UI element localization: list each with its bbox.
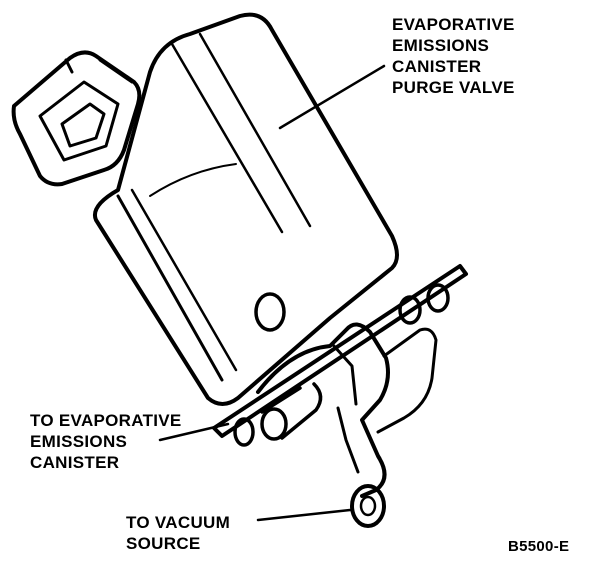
to-vacuum-label: TO VACUUM SOURCE — [126, 512, 230, 554]
mounting-bracket — [212, 264, 468, 438]
leader-purge-valve — [278, 64, 386, 130]
purge-valve-label: EVAPORATIVE EMISSIONS CANISTER PURGE VAL… — [392, 14, 515, 98]
valve-body — [93, 12, 399, 406]
to-canister-label-line: CANISTER — [30, 453, 120, 472]
to-canister-label: TO EVAPORATIVE EMISSIONS CANISTER — [30, 410, 182, 473]
vacuum-port — [350, 484, 386, 528]
valve-boss — [254, 292, 286, 332]
to-canister-label-line: EMISSIONS — [30, 432, 128, 451]
leader-vacuum — [256, 508, 352, 522]
upper-port-1 — [398, 295, 422, 325]
connector-inner — [38, 80, 120, 162]
electrical-connector — [11, 50, 142, 187]
connector-pin-slot — [60, 102, 106, 148]
leader-canister — [158, 422, 230, 442]
purge-valve-label-line: CANISTER — [392, 57, 482, 76]
bracket-arm — [332, 344, 360, 474]
valve-body-edge — [170, 32, 312, 234]
canister-port-2 — [260, 407, 288, 441]
purge-valve-label-line: EMISSIONS — [392, 36, 490, 55]
canister-port-tube — [260, 382, 323, 440]
valve-highlight — [149, 163, 237, 197]
vacuum-port-bore — [359, 495, 377, 517]
valve-body-side-2 — [130, 188, 238, 372]
bracket-web — [376, 327, 438, 434]
purge-valve-label-line: EVAPORATIVE — [392, 15, 515, 34]
to-vacuum-label-line: SOURCE — [126, 534, 201, 553]
valve-body-side — [116, 194, 224, 382]
canister-port-1 — [233, 417, 255, 447]
figure-code: B5500-E — [508, 538, 570, 555]
connector-latch — [64, 58, 134, 84]
upper-port-2 — [426, 283, 450, 313]
to-canister-label-line: TO EVAPORATIVE — [30, 411, 182, 430]
bracket-plate — [256, 322, 390, 498]
purge-valve-label-line: PURGE VALVE — [392, 78, 515, 97]
to-vacuum-label-line: TO VACUUM — [126, 513, 231, 532]
